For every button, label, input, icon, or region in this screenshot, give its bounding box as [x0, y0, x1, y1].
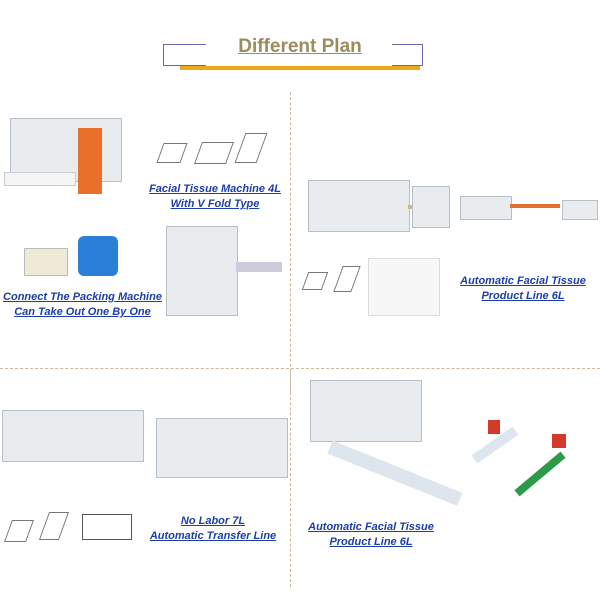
caption-production-line-2: Automatic Facial Tissue Product Line 6L — [296, 520, 446, 550]
caption-line: Facial Tissue Machine 4L — [149, 183, 281, 195]
caption-line: Connect The Packing Machine — [3, 291, 162, 303]
green-conveyor — [514, 451, 566, 497]
caption-line: Can Take Out One By One — [14, 306, 151, 318]
caption-line: Product Line 6L — [329, 536, 413, 548]
caption-line: With V Fold Type — [170, 198, 260, 210]
page-title: Different Plan — [238, 36, 362, 57]
title-bracket-left — [163, 44, 206, 66]
conveyor-image — [510, 204, 560, 208]
caption-line: No Labor 7L — [180, 515, 246, 527]
packing-machine-image — [156, 418, 288, 478]
packing-machine-image — [460, 196, 512, 220]
fold-diagram-icon — [193, 142, 235, 164]
transfer-line-machine-image — [2, 410, 144, 462]
fold-diagram-icon — [3, 520, 35, 542]
transfer-arrow-icon — [78, 236, 118, 276]
divider-vertical-top — [290, 92, 291, 392]
caption-line: Product Line 6L — [481, 290, 565, 302]
v-fold-diagram-icon — [38, 512, 70, 540]
box-diagram-icon — [82, 514, 132, 540]
divider-vertical-bottom — [290, 372, 291, 587]
fold-diagram-icon — [301, 272, 329, 290]
machine-red-part — [552, 434, 566, 448]
packing-machine-image — [166, 226, 238, 316]
caption-line: Automatic Transfer Line — [149, 530, 277, 542]
caption-transfer-line: No Labor 7L Automatic Transfer Line — [138, 514, 288, 544]
tissue-stack-image — [368, 258, 440, 316]
bundler-image — [562, 200, 598, 220]
machine-orange-panel — [78, 128, 102, 194]
fold-diagram-icon — [156, 143, 188, 163]
conveyor-image — [236, 262, 282, 272]
caption-line: Automatic Facial Tissue — [308, 521, 434, 533]
title-underline-bar — [180, 66, 420, 70]
title-bracket-right — [392, 44, 423, 66]
caption-machine-4l: Facial Tissue Machine 4L With V Fold Typ… — [140, 182, 290, 212]
tissue-output-tray — [4, 172, 76, 186]
caption-line: Automatic Facial Tissue — [460, 275, 586, 287]
v-fold-diagram-icon — [333, 266, 361, 292]
caption-production-line: Automatic Facial Tissue Product Line 6L — [448, 274, 598, 304]
production-line-machine-image — [310, 380, 422, 442]
machine-red-part — [488, 420, 500, 434]
production-line-machine-image — [308, 180, 410, 232]
divider-horizontal — [0, 368, 600, 369]
v-fold-diagram-icon — [234, 133, 268, 163]
curved-conveyor-image — [327, 440, 463, 506]
tissue-box-image — [24, 248, 68, 276]
caption-packing-machine: Connect The Packing Machine Can Take Out… — [0, 290, 165, 320]
tissue-machine-image — [10, 118, 122, 182]
log-saw-image — [412, 186, 450, 228]
